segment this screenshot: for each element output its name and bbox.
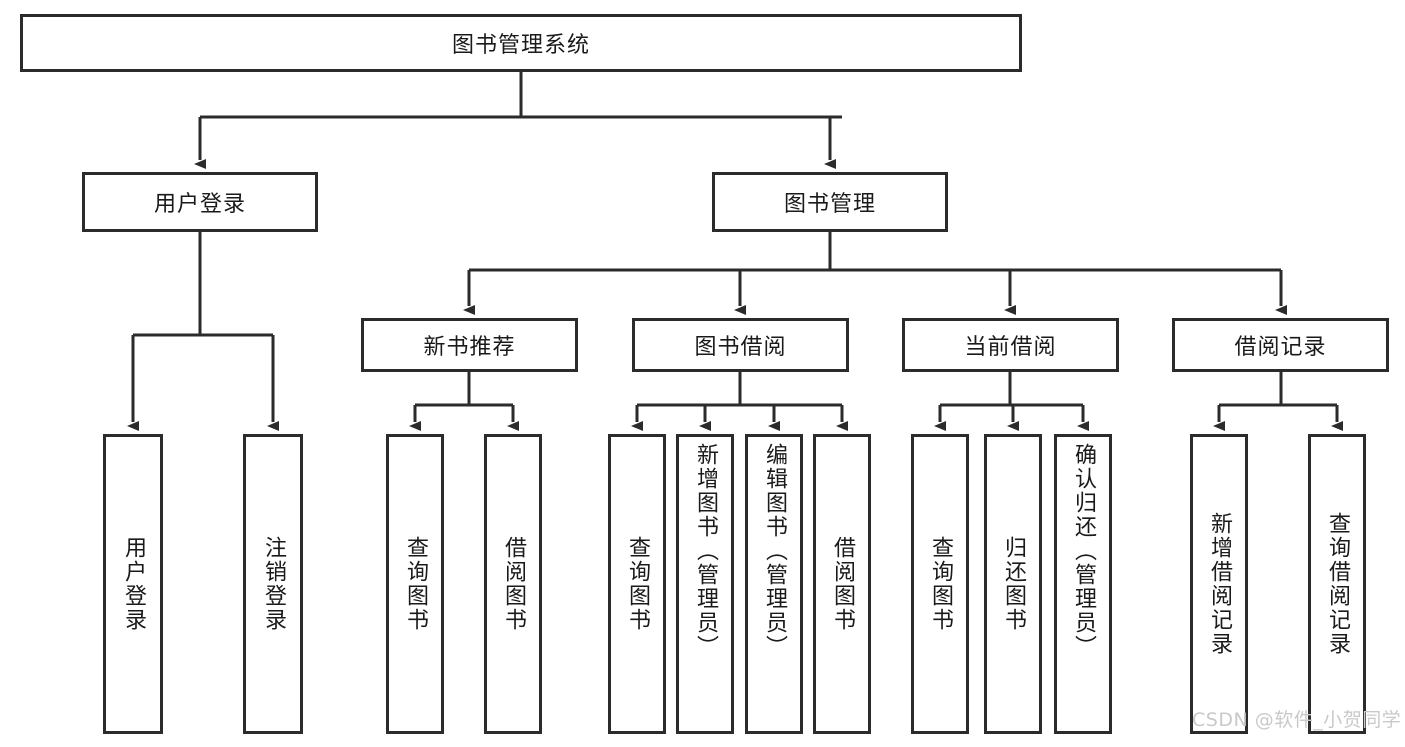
node-book-manage[interactable]: 图书管理	[712, 172, 948, 232]
node-current-borrow[interactable]: 当前借阅	[902, 318, 1119, 372]
node-borrow-record[interactable]: 借阅记录	[1172, 318, 1389, 372]
node-new-book-rec[interactable]: 新书推荐	[361, 318, 578, 372]
node-leaf-return-book-label: 归还图书	[1000, 536, 1026, 632]
node-leaf-logout-label: 注销登录	[260, 536, 286, 632]
node-leaf-user-login[interactable]: 用户登录	[103, 434, 163, 734]
node-leaf-confirm-return-label: 确认归还（管理员）	[1070, 443, 1096, 659]
node-current-borrow-label: 当前借阅	[964, 335, 1057, 360]
node-book-manage-label: 图书管理	[783, 192, 876, 217]
node-leaf-query-book-rec-label: 查询图书	[402, 536, 428, 632]
node-leaf-user-login-label: 用户登录	[120, 536, 146, 632]
node-user-login[interactable]: 用户登录	[82, 172, 318, 232]
node-leaf-query-book-rec[interactable]: 查询图书	[386, 434, 444, 734]
node-leaf-borrow-book-label: 借阅图书	[829, 536, 855, 632]
node-leaf-edit-book[interactable]: 编辑图书（管理员）	[745, 434, 803, 734]
node-user-login-label: 用户登录	[153, 192, 246, 217]
node-leaf-query-record-label: 查询借阅记录	[1324, 512, 1350, 656]
node-leaf-query-book-borrow-label: 查询图书	[624, 536, 650, 632]
node-book-borrow-label: 图书借阅	[694, 335, 787, 360]
node-leaf-borrow-book-rec[interactable]: 借阅图书	[484, 434, 542, 734]
node-borrow-record-label: 借阅记录	[1234, 335, 1327, 360]
node-leaf-add-record-label: 新增借阅记录	[1206, 512, 1232, 656]
csdn-watermark: CSDN @软件_小贺同学	[1192, 709, 1402, 731]
node-root[interactable]: 图书管理系统	[20, 14, 1022, 72]
node-leaf-confirm-return[interactable]: 确认归还（管理员）	[1054, 434, 1112, 734]
node-leaf-query-book-cur[interactable]: 查询图书	[911, 434, 969, 734]
node-leaf-add-record[interactable]: 新增借阅记录	[1190, 434, 1248, 734]
node-new-book-rec-label: 新书推荐	[423, 335, 516, 360]
node-leaf-query-record[interactable]: 查询借阅记录	[1308, 434, 1366, 734]
node-leaf-edit-book-label: 编辑图书（管理员）	[761, 443, 787, 659]
node-book-borrow[interactable]: 图书借阅	[632, 318, 849, 372]
node-leaf-add-book-label: 新增图书（管理员）	[692, 443, 718, 659]
node-leaf-query-book-borrow[interactable]: 查询图书	[608, 434, 666, 734]
node-leaf-query-book-cur-label: 查询图书	[927, 536, 953, 632]
node-leaf-borrow-book[interactable]: 借阅图书	[813, 434, 871, 734]
node-leaf-borrow-book-rec-label: 借阅图书	[500, 536, 526, 632]
node-leaf-logout[interactable]: 注销登录	[243, 434, 303, 734]
node-leaf-return-book[interactable]: 归还图书	[984, 434, 1042, 734]
node-root-label: 图书管理系统	[451, 33, 590, 58]
node-leaf-add-book[interactable]: 新增图书（管理员）	[676, 434, 734, 734]
